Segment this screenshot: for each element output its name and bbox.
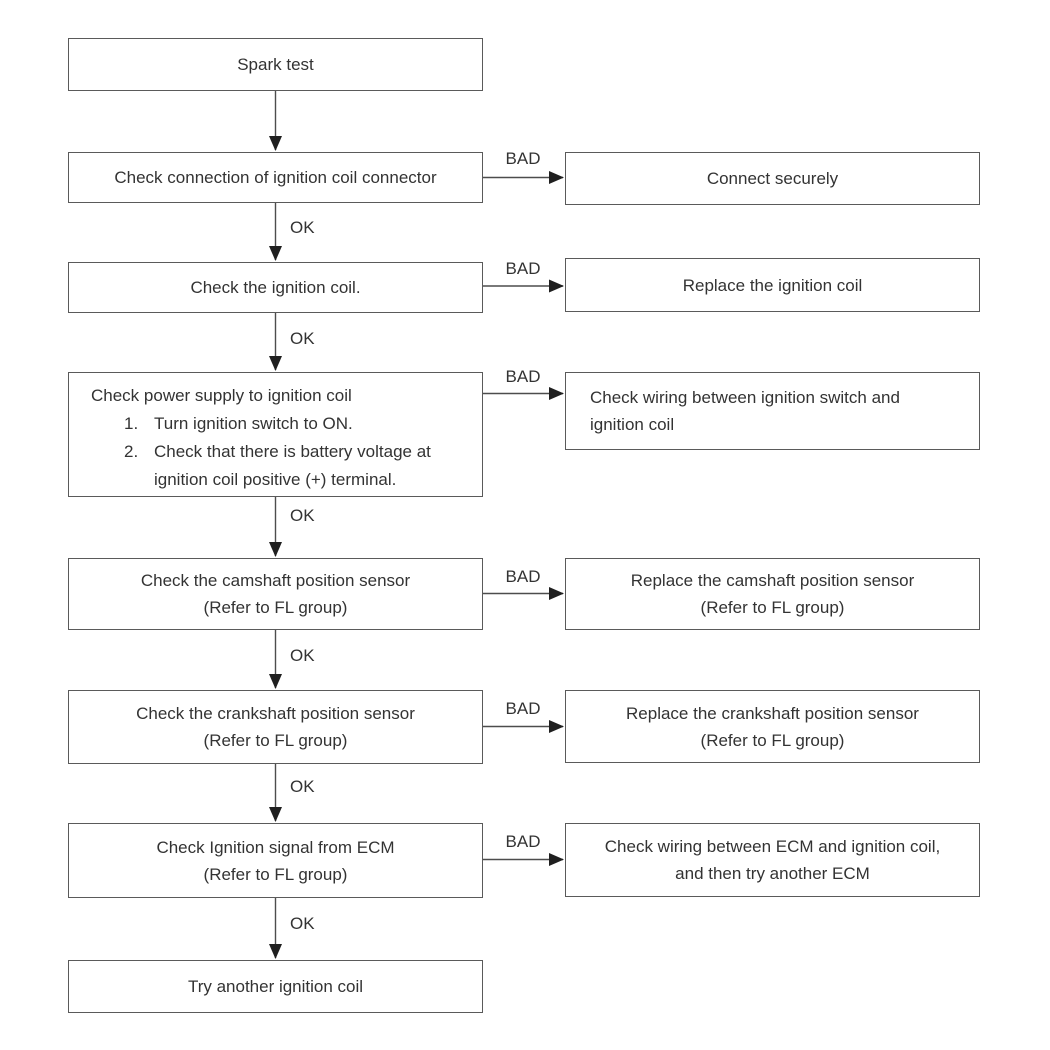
node-label: Spark test — [237, 55, 314, 74]
node-spark-test: Spark test — [68, 38, 483, 91]
bad-label: BAD — [505, 149, 541, 168]
list-item-text: Turn ignition switch to ON. — [154, 414, 353, 433]
node-list-item: 1. Turn ignition switch to ON. — [69, 410, 482, 438]
list-item-continuation: ignition coil positive (+) terminal. — [154, 470, 397, 489]
bad-label: BAD — [505, 367, 541, 386]
node-check-ignition-coil: Check the ignition coil. — [68, 262, 483, 313]
node-label-line2: (Refer to FL group) — [203, 598, 348, 617]
list-item-number: 2. — [124, 442, 139, 461]
bad-label: BAD — [505, 699, 541, 718]
node-check-wiring-ecm-coil: Check wiring between ECM and ignition co… — [565, 823, 980, 897]
node-check-connection: Check connection of ignition coil connec… — [68, 152, 483, 203]
list-item-number: 1. — [124, 414, 139, 433]
node-try-another-coil: Try another ignition coil — [68, 960, 483, 1013]
node-label: Check the ignition coil. — [190, 278, 361, 297]
node-replace-camshaft-sensor: Replace the camshaft position sensor (Re… — [565, 558, 980, 630]
bad-label: BAD — [505, 259, 541, 278]
node-label-line1: Check the camshaft position sensor — [140, 571, 411, 590]
node-check-power-supply: Check power supply to ignition coil 1. T… — [68, 372, 483, 497]
node-label-line2: (Refer to FL group) — [203, 864, 348, 884]
node-label-line2: (Refer to FL group) — [700, 730, 845, 750]
node-check-ignition-signal-ecm: Check Ignition signal from ECM (Refer to… — [68, 823, 483, 898]
node-label-line1: Check wiring between ignition switch and — [590, 388, 900, 407]
node-replace-ignition-coil: Replace the ignition coil — [565, 258, 980, 312]
node-replace-crankshaft-sensor: Replace the crankshaft position sensor (… — [565, 690, 980, 763]
ok-label: OK — [290, 646, 315, 665]
node-list-item: 2. Check that there is battery voltage a… — [69, 438, 482, 466]
node-label-line1: Replace the crankshaft position sensor — [626, 703, 919, 723]
node-label: Connect securely — [706, 169, 839, 188]
list-item-text: Check that there is battery voltage at — [154, 442, 431, 461]
node-label-line1: Check the crankshaft position sensor — [136, 704, 415, 723]
node-label: Replace the ignition coil — [682, 275, 863, 295]
node-label-line1: Check wiring between ECM and ignition co… — [604, 837, 941, 856]
node-label-line2: ignition coil — [590, 415, 675, 434]
node-label: Check connection of ignition coil connec… — [114, 168, 437, 187]
ok-label: OK — [290, 777, 315, 796]
node-label-line2: (Refer to FL group) — [700, 598, 845, 617]
node-label-line1: Replace the camshaft position sensor — [630, 571, 915, 590]
node-label-line2: (Refer to FL group) — [203, 731, 348, 750]
bad-label: BAD — [505, 832, 541, 851]
ok-label: OK — [290, 329, 315, 348]
ok-label: OK — [290, 506, 315, 525]
node-check-crankshaft-sensor: Check the crankshaft position sensor (Re… — [68, 690, 483, 764]
ok-label: OK — [290, 218, 315, 237]
node-label: Try another ignition coil — [187, 977, 364, 996]
node-check-camshaft-sensor: Check the camshaft position sensor (Refe… — [68, 558, 483, 630]
bad-label: BAD — [505, 567, 541, 586]
node-connect-securely: Connect securely — [565, 152, 980, 205]
node-label-line2: and then try another ECM — [675, 864, 870, 883]
node-label-line1: Check Ignition signal from ECM — [156, 837, 395, 857]
ok-label: OK — [290, 914, 315, 933]
node-label-title: Check power supply to ignition coil — [91, 386, 352, 405]
node-check-wiring-switch-coil: Check wiring between ignition switch and… — [565, 372, 980, 450]
